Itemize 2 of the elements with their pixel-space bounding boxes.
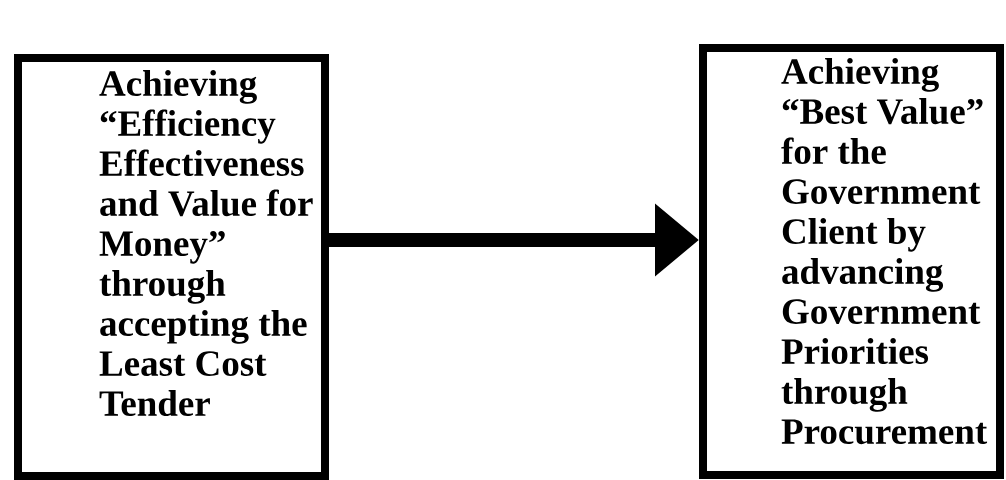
text-box: Achieving “Best Value” for the Government Client by advancing Government Priorities through Procurement [699, 44, 1004, 479]
text-box: Achieving “Efficiency Effectiveness and Value for Money” through accepting the Least Cost Tender [14, 54, 329, 480]
